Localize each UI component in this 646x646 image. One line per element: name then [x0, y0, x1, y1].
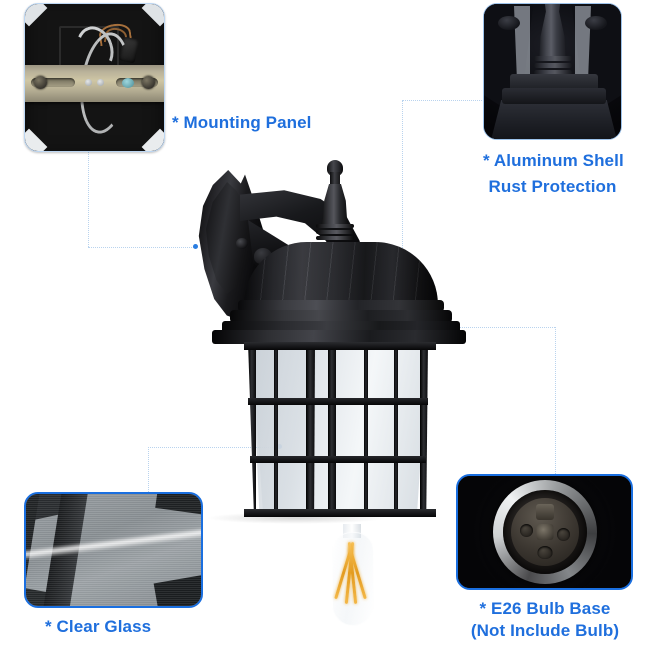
cage-mullion-2	[364, 342, 368, 517]
finial-ring-1	[316, 224, 354, 228]
e26-socket-face	[510, 498, 579, 566]
product-wall-lantern	[196, 160, 466, 626]
finial-neck	[330, 172, 340, 188]
connector-mounting-panel-horizontal	[88, 247, 196, 248]
e26-screw-hole-right	[556, 528, 570, 541]
bracket-hole-b	[97, 79, 104, 86]
shell-ring-3	[533, 70, 572, 75]
bracket-hole-a	[85, 79, 92, 86]
e26-contact-tab	[535, 504, 554, 520]
shell-knob-left	[498, 16, 520, 30]
shell-ring-2	[533, 63, 572, 68]
cage-post-left	[248, 342, 256, 517]
finial-body	[320, 184, 350, 228]
mounting-bracket-bar	[25, 65, 164, 102]
caption-clear-glass: * Clear Glass	[45, 617, 152, 636]
cage-rail-middle-upper	[248, 398, 428, 405]
cage-rail-middle-lower	[250, 456, 426, 463]
lantern-glass-cage	[244, 342, 436, 626]
cage-post-mid-left	[306, 342, 315, 517]
caption-mounting-panel: * Mounting Panel	[172, 113, 312, 132]
shell-plate-lower	[502, 88, 606, 104]
e26-screw-hole-left	[519, 524, 533, 537]
caption-e26-line2: (Not Include Bulb)	[470, 621, 620, 640]
cage-mullion-3	[394, 342, 398, 517]
connector-aluminum-shell-vertical	[402, 100, 403, 274]
connector-dot-mounting-panel	[193, 244, 198, 249]
clear-glass-photo	[24, 492, 203, 608]
cage-rail-top	[244, 342, 436, 350]
cage-post-center	[328, 342, 336, 517]
caption-e26-line1: * E26 Bulb Base	[479, 599, 611, 618]
shell-base-block	[488, 100, 620, 139]
e26-screw-hole-bottom	[537, 546, 552, 559]
connector-mounting-panel-vertical	[88, 152, 89, 247]
wall-plate-boss	[236, 238, 248, 249]
shell-ring-1	[533, 56, 572, 61]
connector-clear-glass-vertical	[148, 447, 149, 492]
cage-mullion-1	[274, 342, 278, 517]
lantern-dome-hood	[244, 242, 438, 310]
finial-ring-2	[316, 230, 354, 234]
caption-aluminum-shell-line2: Rust Protection	[488, 177, 617, 196]
shell-plate-upper	[510, 74, 598, 92]
bracket-screw-left	[34, 76, 47, 89]
bracket-screw-right	[141, 76, 155, 89]
cage-post-right	[420, 342, 428, 517]
lantern-dome-band	[238, 300, 444, 312]
aluminum-shell-photo	[483, 3, 622, 140]
cage-rail-bottom	[244, 509, 436, 517]
caption-aluminum-shell-line1: * Aluminum Shell	[483, 151, 624, 170]
shell-knob-right	[585, 16, 607, 30]
bracket-slot-left	[31, 78, 75, 87]
connector-e26-vertical	[555, 327, 556, 474]
mounting-panel-photo	[24, 3, 165, 152]
bracket-slot-right	[115, 78, 158, 87]
glass-texture-overlay	[26, 494, 201, 606]
e26-center-contact	[536, 524, 553, 540]
connector-aluminum-shell-top	[402, 100, 484, 101]
lantern-dome-ribs	[244, 242, 438, 310]
connector-clear-glass-horizontal	[148, 447, 281, 448]
finial-ring-3	[316, 236, 354, 240]
e26-bulb-base-photo	[456, 474, 633, 590]
lantern-roof-plate	[212, 330, 466, 344]
lantern-collar-upper	[230, 310, 452, 323]
bracket-ground-screw	[122, 78, 134, 88]
